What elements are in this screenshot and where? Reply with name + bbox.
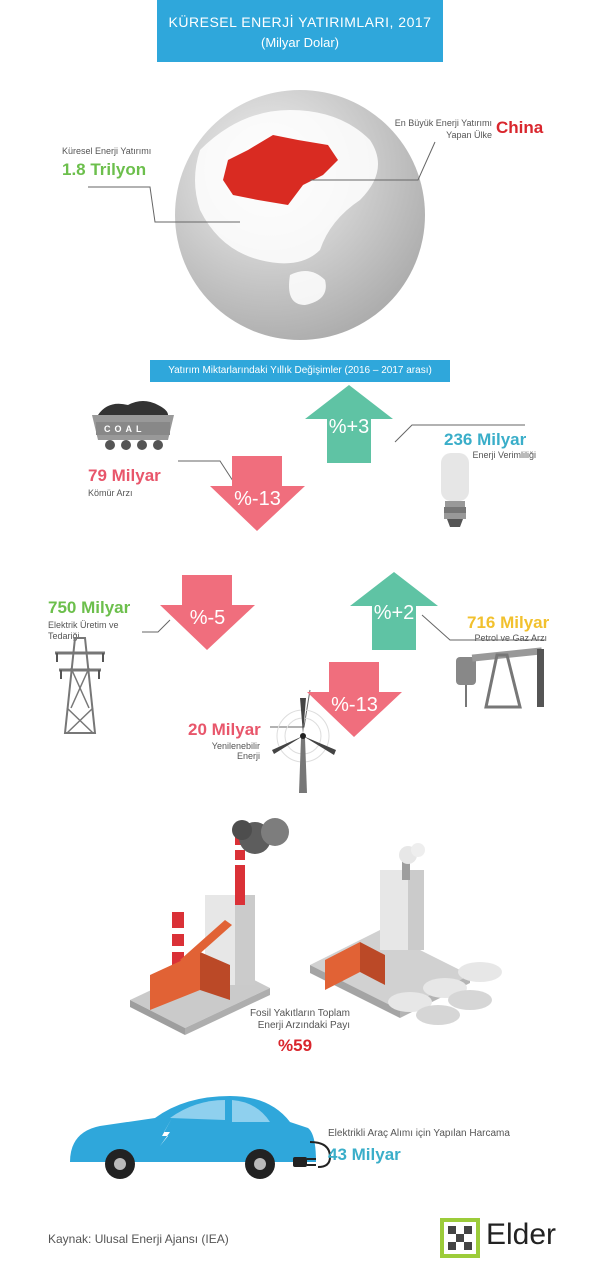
- renewable-value: 20 Milyar: [188, 720, 261, 739]
- electricity-down-arrow: [160, 575, 255, 650]
- plug-icon: [293, 1157, 316, 1167]
- globe-graphic: [88, 90, 436, 340]
- coal-change: %-13: [234, 488, 281, 510]
- brand-name: Elder: [486, 1218, 557, 1251]
- source-text: Kaynak: Ulusal Enerji Ajansı (IEA): [48, 1232, 229, 1246]
- oilgas-label: Petrol ve Gaz Arzı: [474, 633, 547, 643]
- efficiency-connector: [394, 424, 525, 443]
- oil-pump-icon: [456, 647, 544, 709]
- electric-car-icon: [70, 1096, 332, 1179]
- fossil-value: %59: [278, 1036, 313, 1055]
- renewable-connector: [270, 689, 311, 728]
- global-investment-label: Küresel Enerji Yatırımı: [62, 146, 152, 156]
- factory-illustration: [130, 818, 502, 1035]
- page-title: KÜRESEL ENERJİ YATIRIMLARI, 2017: [168, 14, 432, 30]
- top-country-label-1: En Büyük Enerji Yatırımı: [394, 118, 492, 128]
- oilgas-up-arrow: [350, 572, 438, 650]
- coal-down-arrow: [210, 456, 305, 531]
- power-tower-icon: [55, 637, 105, 734]
- coal-value: 79 Milyar: [88, 466, 161, 485]
- coal-cart-icon: [92, 401, 174, 450]
- section-banner: Yatırım Miktarlarındaki Yıllık Değişimle…: [150, 360, 450, 382]
- renewable-change: %-13: [331, 694, 378, 716]
- electricity-connector: [142, 619, 171, 633]
- page-subtitle: (Milyar Dolar): [261, 35, 339, 50]
- efficiency-value: 236 Milyar: [444, 430, 527, 449]
- renewable-down-arrow: [307, 662, 402, 737]
- elder-logo-icon: [440, 1218, 480, 1258]
- electricity-label-2: Tedariği: [48, 631, 80, 641]
- efficiency-up-arrow: [305, 385, 393, 463]
- electricity-change: %-5: [189, 607, 226, 629]
- wind-turbine-icon: [272, 698, 336, 793]
- ev-label: Elektrikli Araç Alımı için Yapılan Harca…: [328, 1128, 510, 1139]
- top-country-value: China: [496, 118, 544, 137]
- oilgas-value: 716 Milyar: [467, 613, 550, 632]
- coal-connector: [178, 460, 234, 482]
- oilgas-change: %+2: [373, 602, 415, 624]
- global-investment-value: 1.8 Trilyon: [62, 160, 147, 179]
- lightbulb-icon: [441, 453, 469, 527]
- ev-value: 43 Milyar: [328, 1145, 401, 1164]
- renewable-label: Yenilenebilir Enerji: [211, 741, 260, 761]
- electricity-label-1: Elektrik Üretim ve: [48, 620, 119, 630]
- electricity-value: 750 Milyar: [48, 598, 131, 617]
- oilgas-connector: [421, 614, 545, 641]
- title-box: KÜRESEL ENERJİ YATIRIMLARI, 2017 (Milyar…: [157, 0, 443, 62]
- fossil-label-2: Enerji Arzındaki Payı: [257, 1020, 350, 1031]
- coal-cart-text: COAL: [104, 424, 146, 434]
- efficiency-label: Enerji Verimliliği: [472, 450, 536, 460]
- top-country-label-2: Yapan Ülke: [446, 130, 492, 140]
- fossil-label-1: Fosil Yakıtların Toplam: [249, 1008, 350, 1019]
- coal-label: Kömür Arzı: [88, 488, 133, 498]
- efficiency-change: %+3: [328, 416, 370, 438]
